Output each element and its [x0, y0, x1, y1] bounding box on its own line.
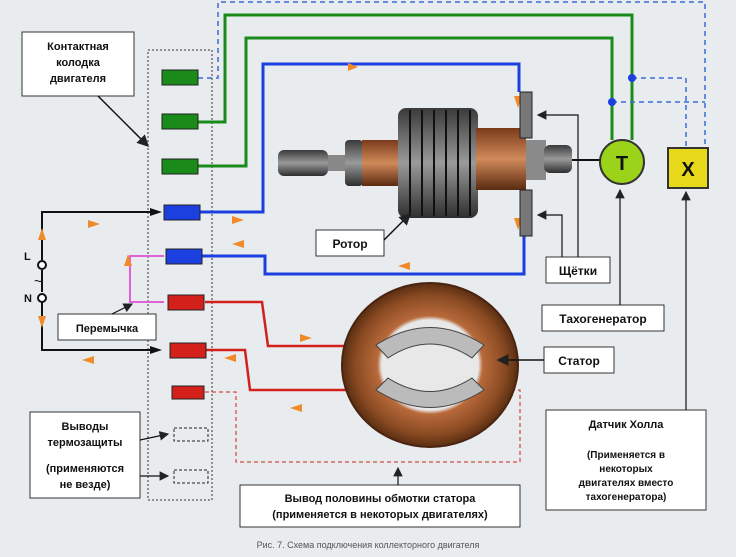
tachogenerator-label-text: Тахогенератор	[559, 312, 646, 326]
figure-caption: Рис. 7. Схема подключения коллекторного …	[257, 540, 480, 550]
hall-symbol-label: X	[681, 159, 695, 181]
mains-L-label: L	[24, 251, 31, 263]
tacho-symbol-label: T	[616, 153, 628, 175]
thermal-label-line-1: Выводы	[62, 421, 109, 433]
blue-wires	[200, 62, 526, 276]
rotor-pointer	[383, 212, 412, 241]
terminal-green-3	[161, 158, 199, 175]
junction-dot	[608, 98, 616, 106]
thermal-note-line-1: (применяются	[46, 463, 124, 475]
rotor-icon	[278, 108, 572, 218]
hall-title: Датчик Холла	[589, 419, 665, 431]
terminal-red-1	[167, 294, 205, 311]
thermal-pointer-1	[139, 431, 170, 441]
brush-icon	[519, 189, 533, 237]
brush-pointer-lower	[536, 210, 563, 257]
jumper-wire	[129, 255, 164, 303]
arrow-icon	[82, 356, 94, 364]
half-winding-label: Вывод половины обмотки статора (применяе…	[239, 484, 521, 528]
half-winding-line-1: Вывод половины обмотки статора	[285, 493, 477, 505]
arrow-icon	[398, 262, 410, 270]
brushes-label-text: Щётки	[559, 264, 597, 278]
hall-sensor-label: Датчик Холла (Применяется в некоторых дв…	[545, 409, 707, 511]
terminal-red-2	[169, 342, 207, 359]
arrow-icon	[88, 220, 100, 228]
terminal-L	[37, 260, 47, 270]
arrow-icon	[300, 334, 312, 342]
current-arrows	[38, 63, 522, 412]
stator-label: Статор	[543, 346, 615, 374]
arrow-icon	[348, 63, 358, 71]
connector-block-label: Контактная колодка двигателя	[21, 31, 135, 97]
hall-note-line-2: некоторых	[599, 464, 653, 475]
brush-pointer-upper	[536, 110, 579, 257]
hall-sensor-symbol	[667, 147, 709, 189]
dashed-blue-wires	[198, 1, 706, 150]
stator-icon	[341, 282, 519, 448]
connector-label-line-2: колодка	[56, 57, 101, 69]
jumper-pointer	[111, 303, 134, 315]
terminal-blue-1	[163, 204, 201, 221]
half-winding-line-2: (применяется в некоторых двигателях)	[272, 509, 488, 521]
arrow-icon	[150, 346, 162, 354]
terminal-green-2	[161, 113, 199, 130]
arrow-icon	[38, 228, 46, 240]
thermal-label: Выводы термозащиты (применяются не везде…	[29, 411, 141, 499]
arrow-icon	[232, 240, 244, 248]
thermal-label-line-2: термозащиты	[48, 437, 123, 449]
hall-note-line-1: (Применяется в	[587, 450, 665, 461]
mains-N-label: N	[24, 293, 32, 305]
arrow-icon	[290, 404, 302, 412]
jumper-label: Перемычка	[57, 313, 157, 341]
rotor-label: Ротор	[315, 229, 385, 257]
tachogenerator-symbol	[599, 139, 645, 185]
connector-pointer	[97, 95, 150, 148]
arrow-icon	[38, 316, 46, 328]
arrow-icon	[232, 216, 244, 224]
terminal-thermal-2	[173, 469, 209, 484]
arrow-icon	[150, 208, 162, 216]
arrow-icon	[124, 254, 132, 266]
rotor-label-text: Ротор	[332, 237, 367, 251]
connector-label-line-3: двигателя	[50, 73, 106, 85]
junction-dot	[628, 74, 636, 82]
green-wires	[198, 13, 634, 168]
stator-label-text: Статор	[558, 354, 600, 368]
arrow-icon	[224, 354, 236, 362]
terminal-red-3	[171, 385, 205, 400]
brushes-label: Щётки	[545, 256, 611, 284]
hall-note-line-3: двигателях вместо	[579, 478, 674, 489]
connector-label-line-1: Контактная	[47, 41, 109, 53]
hall-note-line-4: тахогенератора)	[586, 492, 667, 503]
jumper-label-text: Перемычка	[76, 323, 139, 335]
connector-block-outline	[147, 49, 213, 501]
mains-tilde: ~	[34, 273, 42, 289]
tachogenerator-label: Тахогенератор	[541, 304, 665, 332]
thermal-note-line-2: не везде)	[60, 479, 111, 491]
terminal-blue-2	[165, 248, 203, 265]
terminal-green-1	[161, 69, 199, 86]
terminals	[161, 69, 209, 484]
terminal-thermal-1	[173, 427, 209, 442]
terminal-N	[37, 293, 47, 303]
brush-icon	[519, 91, 533, 139]
